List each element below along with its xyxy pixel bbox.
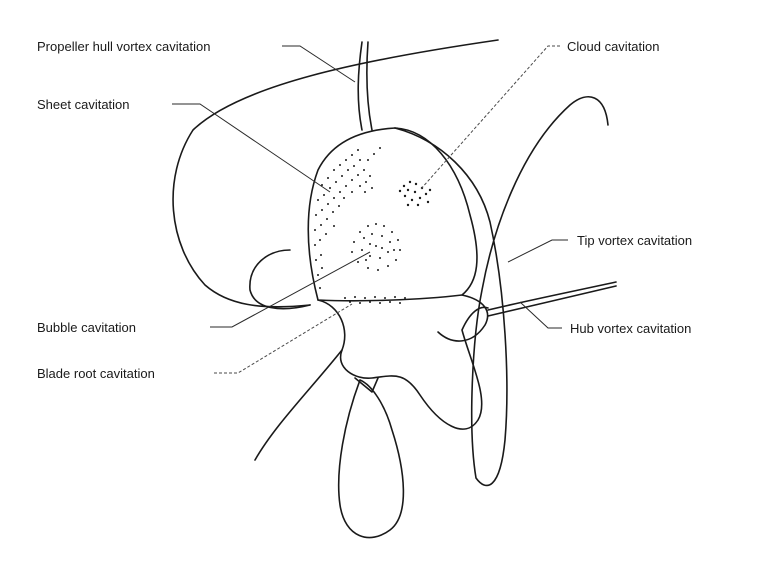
label-bubble-cavitation: Bubble cavitation [37,320,136,335]
sheet-cavitation-region [314,147,381,289]
root-sweep-outline [255,350,342,460]
lower-blade-outline [339,380,404,538]
hub-vortex-trail [488,282,616,310]
label-propeller-hull-vortex: Propeller hull vortex cavitation [37,39,210,54]
label-cloud-cavitation: Cloud cavitation [567,39,660,54]
hull-vortex-tube [358,42,372,130]
label-sheet-cavitation: Sheet cavitation [37,97,130,112]
bubble-cavitation-region [351,223,401,271]
leader-cloud [420,46,560,190]
hub-outline [318,300,488,429]
leader-sheet [172,104,330,192]
label-hub-vortex-cavitation: Hub vortex cavitation [570,321,691,336]
hub-vortex-trail-2 [488,286,616,316]
large-blade-outline [173,40,498,307]
leader-hull-vortex [282,46,355,82]
leader-hub-vortex [520,302,562,328]
label-tip-vortex-cavitation: Tip vortex cavitation [577,233,692,248]
left-lobe-outline [250,250,310,309]
leader-tip-vortex [508,240,568,262]
leader-bubble [210,252,370,327]
propeller-outline [173,40,616,538]
label-blade-root-cavitation: Blade root cavitation [37,366,155,381]
cloud-cavitation-region [399,181,431,206]
leader-lines [172,46,568,373]
